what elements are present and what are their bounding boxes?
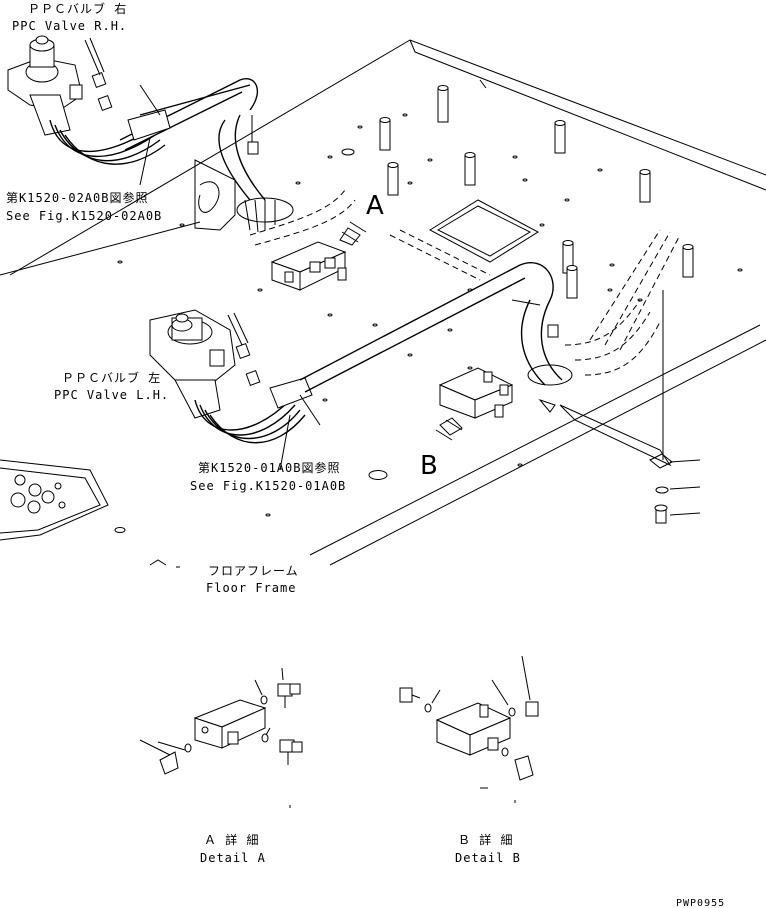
detail-a-drawing <box>139 667 303 808</box>
ref-02-arrow <box>139 137 151 186</box>
floor-frame-label-jp: フロアフレーム <box>208 564 299 578</box>
detail-a-label-en: Detail A <box>200 851 266 865</box>
valve-block-a <box>270 221 367 291</box>
detail-b-drawing <box>399 655 539 803</box>
floor-frame-plate <box>0 39 766 568</box>
ref-01-label-jp: 第K1520-01A0B図参照 <box>198 460 340 475</box>
ref-01-arrow <box>279 414 291 471</box>
ppc-valve-rh-label-jp: ＰＰＣバルブ 右 <box>28 1 127 16</box>
ref-01-label-en: See Fig.K1520-01A0B <box>190 479 346 493</box>
ref-02-label-jp: 第K1520-02A0B図参照 <box>6 190 148 205</box>
drawing-code: PWP0955 <box>676 898 725 908</box>
floor-frame-label-en: Floor Frame <box>206 581 296 595</box>
plate-holes <box>114 113 743 533</box>
ppc-valve-lh-label-en: PPC Valve L.H. <box>54 388 169 402</box>
mounting-bosses <box>379 85 694 299</box>
detail-b-label-jp: Ｂ 詳 細 <box>458 832 513 847</box>
detail-b-label-en: Detail B <box>455 851 521 865</box>
valve-block-b <box>435 367 514 441</box>
ppc-valve-lh <box>149 229 681 444</box>
detail-marker-b: B <box>420 451 438 481</box>
ppc-valve-lh-label-jp: ＰＰＣバルブ 左 <box>62 370 161 385</box>
detail-a-label-jp: Ａ 詳 細 <box>204 832 259 847</box>
ref-02-leader <box>0 221 201 276</box>
ppc-valve-rh-label-en: PPC Valve R.H. <box>12 19 127 33</box>
bolt-washer-callouts <box>538 398 701 524</box>
ref-02-label-en: See Fig.K1520-02A0B <box>6 209 162 223</box>
detail-marker-a: A <box>366 191 384 221</box>
ppc-valve-rh <box>7 35 356 246</box>
